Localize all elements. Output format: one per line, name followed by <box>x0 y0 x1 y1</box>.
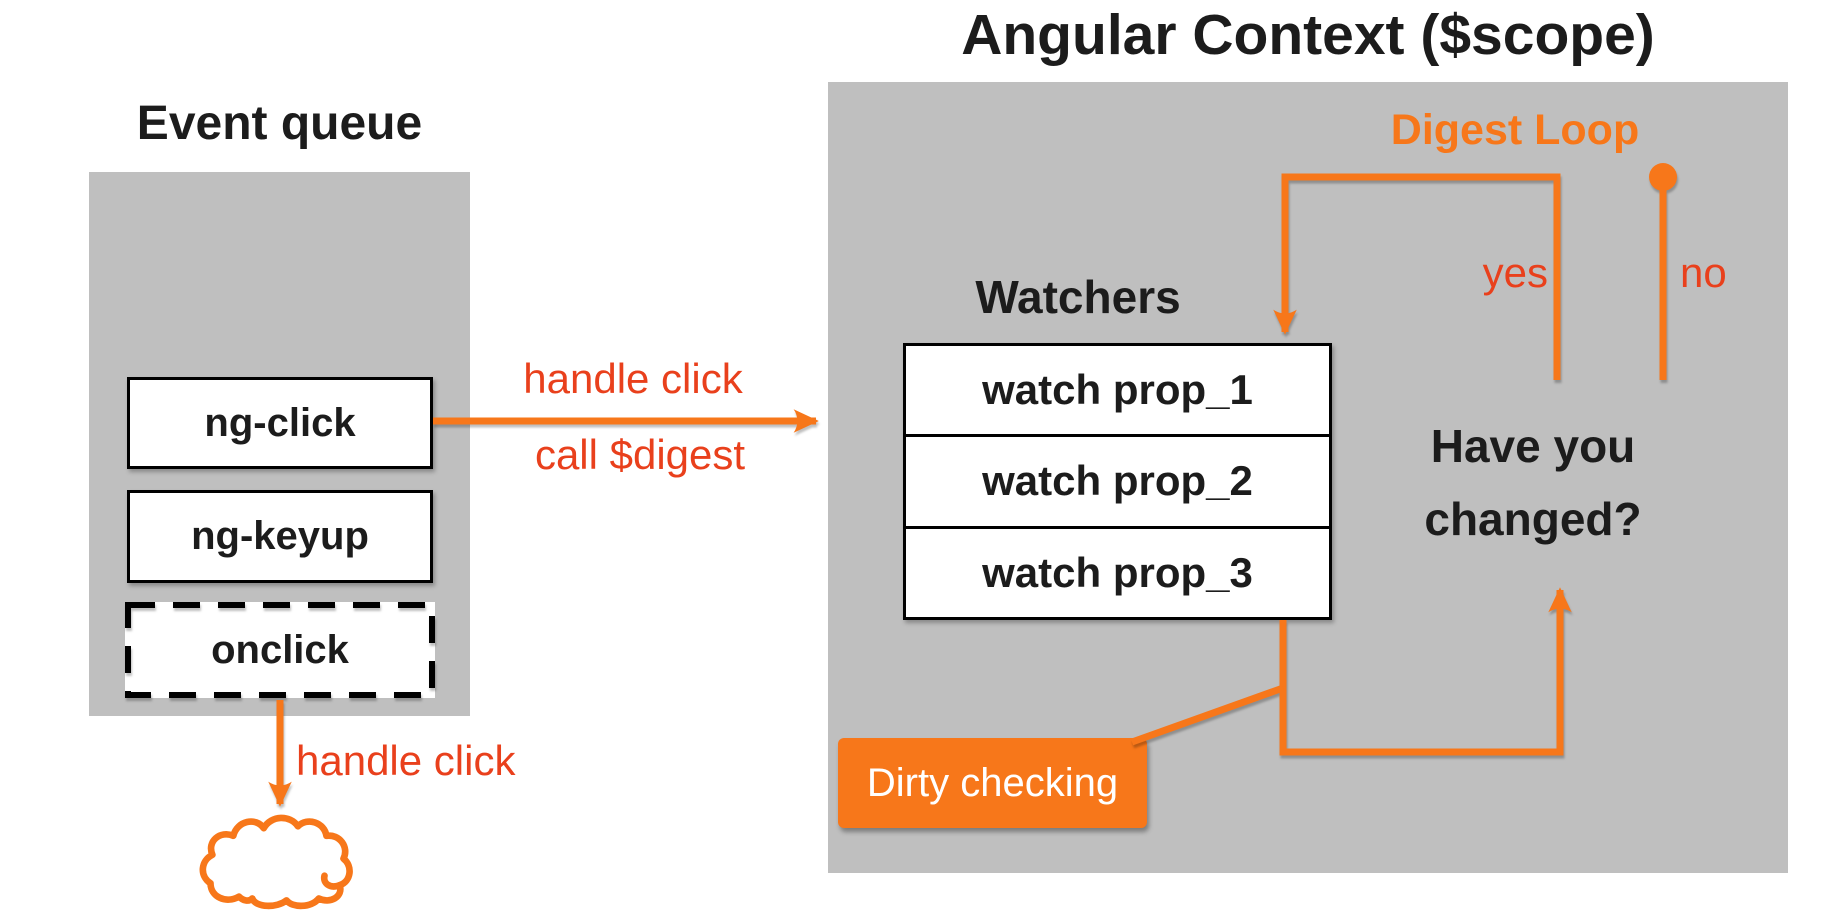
question-line-1: Have you <box>1430 420 1636 472</box>
handle-click-label: handle click <box>523 355 743 402</box>
watchers-table: watch prop_1 watch prop_2 watch prop_3 <box>903 343 1332 620</box>
cloud-icon <box>199 814 353 910</box>
queue-item-ng-click: ng-click <box>127 377 433 469</box>
call-digest-label: call $digest <box>534 431 746 478</box>
watcher-row: watch prop_2 <box>906 434 1329 525</box>
event-queue-title: Event queue <box>136 97 423 150</box>
have-you-changed-label: Have you changed? <box>1350 410 1716 556</box>
dirty-checking-callout: Dirty checking <box>838 738 1147 828</box>
queue-item-onclick: onclick <box>125 602 435 698</box>
no-label: no <box>1680 249 1727 296</box>
question-line-2: changed? <box>1424 493 1642 545</box>
watcher-row: watch prop_1 <box>982 366 1253 414</box>
queue-item-ng-keyup: ng-keyup <box>127 490 433 583</box>
angular-context-title: Angular Context ($scope) <box>961 3 1655 67</box>
watcher-row: watch prop_3 <box>906 525 1329 617</box>
digest-loop-label: Digest Loop <box>1390 106 1640 154</box>
watchers-title: Watchers <box>975 271 1181 323</box>
yes-label: yes <box>1482 249 1548 296</box>
handle-click-label-bottom: handle click <box>296 737 516 784</box>
